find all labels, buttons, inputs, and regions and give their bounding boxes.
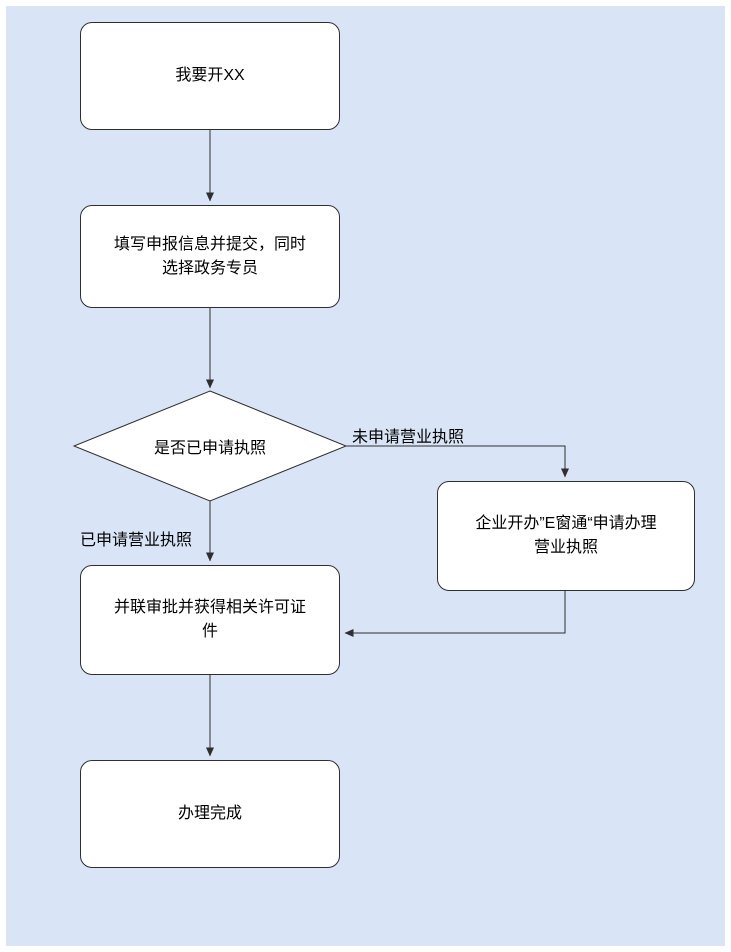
node-ewindow-label: 企业开办”E窗通“申请办理 营业执照 <box>475 515 657 556</box>
node-decision: 是否已申请执照 <box>110 430 310 462</box>
node-decision-label: 是否已申请执照 <box>153 440 266 457</box>
edge-label-not-applied: 未申请营业执照 <box>352 429 465 446</box>
edge-label-applied: 已申请营业执照 <box>80 532 193 549</box>
edge-ewindow-to-parallel <box>344 591 566 637</box>
node-start-label: 我要开XX <box>175 67 245 84</box>
node-fill-info-label: 填写申报信息并提交，同时 选择政务专员 <box>113 235 306 277</box>
node-start: 我要开XX <box>80 22 340 130</box>
node-parallel-approval-label: 并联审批并获得相关许可证 件 <box>113 599 306 640</box>
node-done: 办理完成 <box>80 760 340 868</box>
node-done-label: 办理完成 <box>177 805 242 822</box>
node-parallel-approval: 并联审批并获得相关许可证 件 <box>80 565 340 675</box>
node-ewindow: 企业开办”E窗通“申请办理 营业执照 <box>437 481 695 591</box>
node-fill-info: 填写申报信息并提交，同时 选择政务专员 <box>80 205 340 308</box>
edge-decision-to-ewindow <box>346 445 569 478</box>
